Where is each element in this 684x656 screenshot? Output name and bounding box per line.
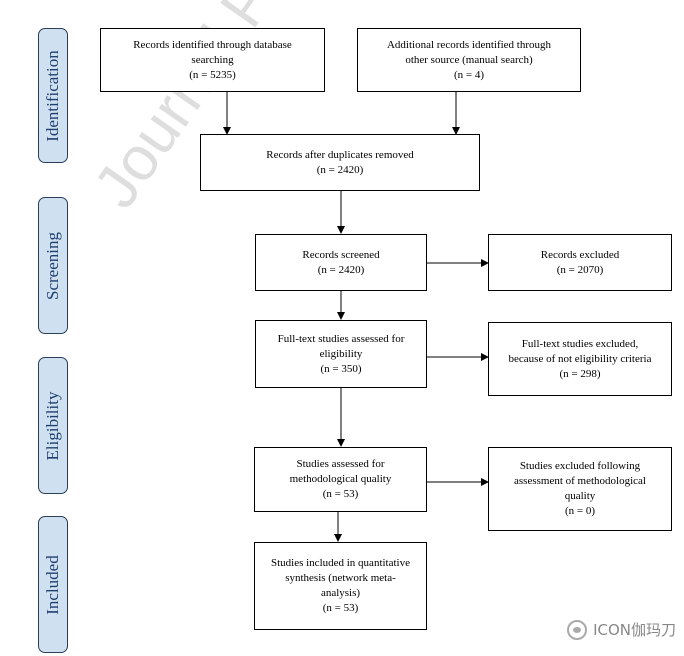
box-quality-line2: methodological quality [289, 473, 392, 485]
box-quality-excluded-line2: assessment of methodological [514, 475, 646, 487]
box-fulltext-line1: Full-text studies assessed for [277, 332, 405, 345]
box-duplicates-line2: (n = 2420) [316, 163, 364, 176]
wechat-icon [567, 619, 588, 640]
box-additional-line1: Additional records identified through [386, 38, 552, 51]
box-fulltext-excluded: Full-text studies excluded, because of n… [488, 322, 672, 396]
box-fulltext-assessed: Full-text studies assessed for eligibili… [255, 320, 427, 388]
box-quality-excluded-line4: (n = 0) [564, 505, 596, 517]
box-quality-excluded: Studies excluded following assessment of… [488, 447, 672, 531]
box-included-line3: analysis) [320, 587, 361, 599]
box-quality-assessed: Studies assessed for methodological qual… [254, 447, 427, 512]
box-records-excluded: Records excluded (n = 2070) [488, 234, 672, 291]
brand-label: ICON伽玛刀 [593, 621, 676, 639]
box-additional-line2: other source (manual search) [405, 53, 533, 66]
box-studies-included: Studies included in quantitative synthes… [254, 542, 427, 630]
box-quality-line3: (n = 53) [322, 488, 359, 500]
box-included-line2: synthesis (network meta- [285, 572, 396, 584]
box-fulltext-line3: (n = 350) [320, 362, 362, 375]
brand-watermark: ICON伽玛刀 [567, 619, 676, 640]
phase-eligibility: Eligibility [38, 357, 68, 494]
box-duplicates-removed: Records after duplicates removed (n = 24… [200, 134, 480, 191]
box-database-line1: Records identified through database [133, 38, 292, 51]
box-fulltext-line2: eligibility [319, 347, 363, 360]
box-fulltext-excluded-line3: (n = 298) [559, 367, 601, 380]
box-database-records: Records identified through database sear… [100, 28, 325, 92]
box-quality-excluded-line1: Studies excluded following [519, 460, 641, 472]
box-additional-line3: (n = 4) [453, 68, 485, 81]
box-included-line4: (n = 53) [322, 602, 359, 614]
box-screened-line1: Records screened [302, 248, 380, 261]
box-fulltext-excluded-line1: Full-text studies excluded, [521, 337, 639, 350]
box-excluded-line2: (n = 2070) [556, 263, 604, 276]
box-database-line3: (n = 5235) [189, 68, 236, 81]
box-screened-line2: (n = 2420) [317, 263, 365, 276]
box-quality-excluded-line3: quality [564, 490, 596, 502]
box-additional-records: Additional records identified through ot… [357, 28, 581, 92]
box-records-screened: Records screened (n = 2420) [255, 234, 427, 291]
box-included-line1: Studies included in quantitative [270, 557, 410, 569]
box-database-line2: searching [191, 53, 234, 66]
box-quality-line1: Studies assessed for [296, 458, 385, 470]
phase-included: Included [38, 516, 68, 653]
box-duplicates-line1: Records after duplicates removed [266, 148, 414, 161]
box-excluded-line1: Records excluded [540, 248, 620, 261]
phase-screening: Screening [38, 197, 68, 334]
box-fulltext-excluded-line2: because of not eligibility criteria [508, 352, 652, 365]
phase-identification: Identification [38, 28, 68, 163]
